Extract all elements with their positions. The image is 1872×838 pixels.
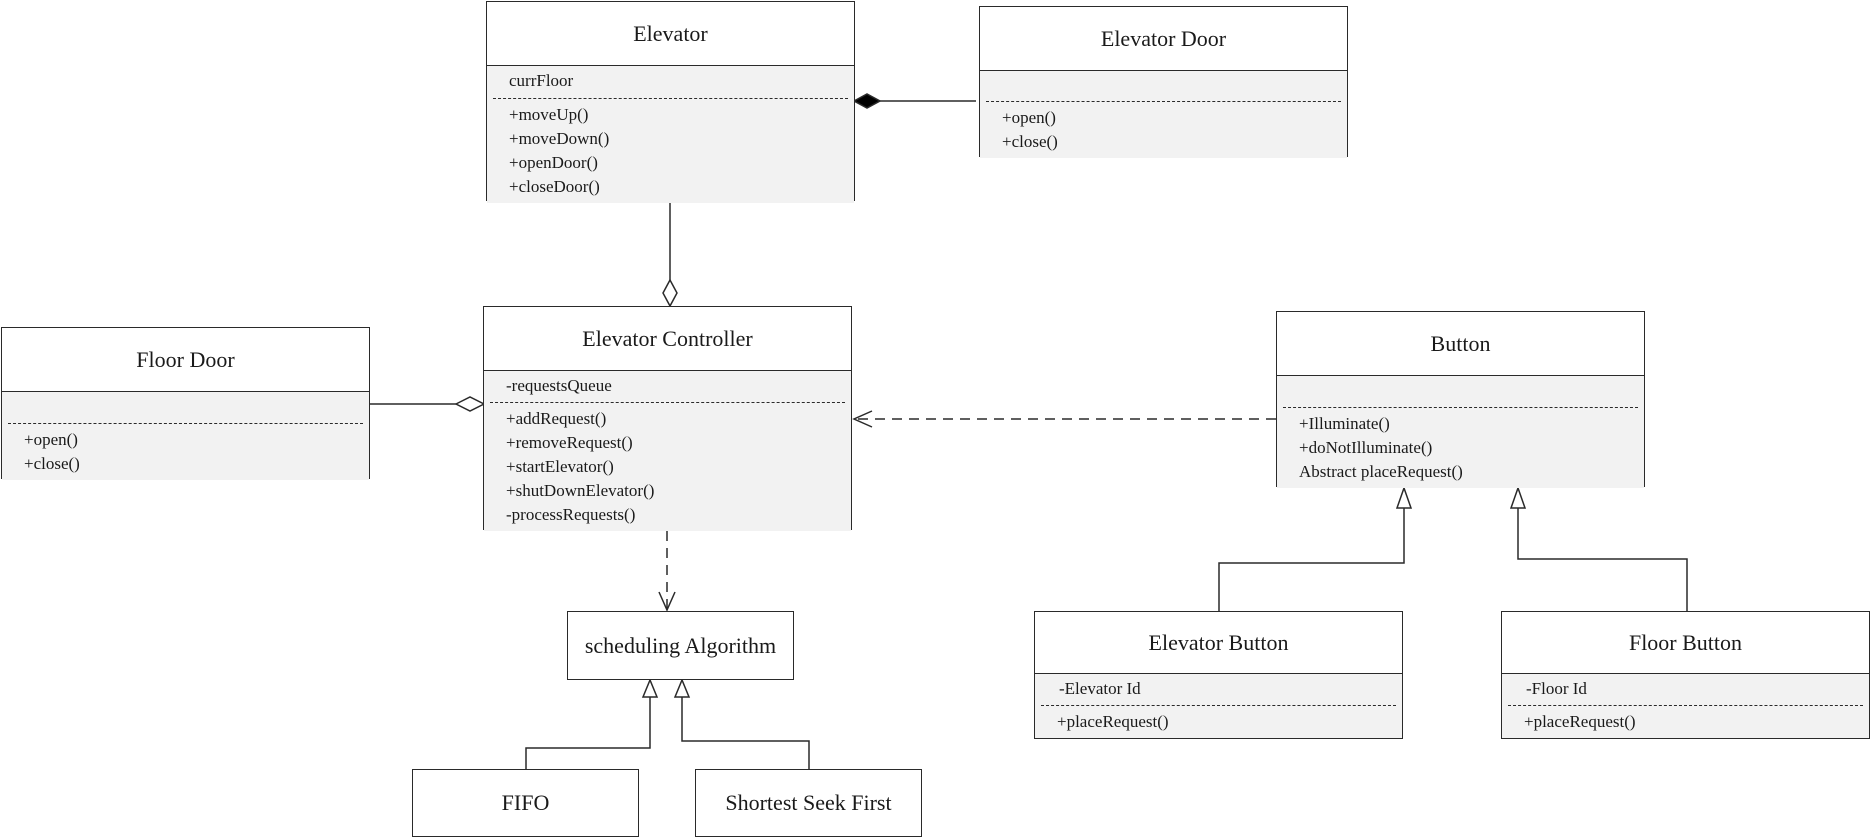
aggregation-diamond-floor-door	[454, 396, 486, 412]
operation: +closeDoor()	[509, 177, 600, 196]
class-floor-button-operations: +placeRequest()	[1502, 706, 1869, 738]
class-elevator[interactable]: Elevator currFloor +moveUp() +moveDown()…	[486, 1, 855, 203]
class-elevator-door[interactable]: Elevator Door +open() +close()	[979, 6, 1348, 158]
class-button-attributes	[1283, 376, 1638, 408]
class-button-title: Button	[1277, 312, 1644, 376]
generalization-line-floor-button	[1517, 508, 1688, 611]
class-fifo[interactable]: FIFO	[412, 769, 639, 837]
operation: +Illuminate()	[1299, 414, 1390, 433]
operation: +doNotIlluminate()	[1299, 438, 1433, 457]
class-elevator-controller[interactable]: Elevator Controller -requestsQueue +addR…	[483, 306, 852, 531]
attribute: -Elevator Id	[1059, 679, 1141, 698]
class-elevator-operations: +moveUp() +moveDown() +openDoor() +close…	[487, 99, 854, 203]
dependency-arrow-scheduling	[658, 591, 676, 612]
generalization-triangle-ssf	[673, 678, 691, 698]
class-elevator-controller-operations: +addRequest() +removeRequest() +startEle…	[484, 403, 851, 531]
generalization-line-fifo	[525, 697, 651, 770]
class-floor-button-title: Floor Button	[1502, 612, 1869, 674]
composition-diamond	[852, 93, 882, 109]
generalization-triangle-floor-button	[1509, 485, 1527, 509]
class-elevator-button-title: Elevator Button	[1035, 612, 1402, 674]
class-elevator-button-operations: +placeRequest()	[1035, 706, 1402, 738]
attribute: -requestsQueue	[506, 376, 612, 395]
operation: +removeRequest()	[506, 433, 633, 452]
class-floor-door-title: Floor Door	[2, 328, 369, 392]
attribute: -Floor Id	[1526, 679, 1587, 698]
class-elevator-door-attributes	[986, 71, 1341, 102]
class-elevator-door-operations: +open() +close()	[980, 102, 1347, 158]
operation: +close()	[1002, 132, 1058, 151]
class-elevator-button-attributes: -Elevator Id	[1041, 674, 1396, 706]
operation: +placeRequest()	[1057, 712, 1169, 731]
class-elevator-door-title: Elevator Door	[980, 7, 1347, 71]
attribute: currFloor	[509, 71, 574, 90]
aggregation-diamond-elevator	[662, 278, 678, 308]
class-floor-door[interactable]: Floor Door +open() +close()	[1, 327, 370, 480]
class-floor-button[interactable]: Floor Button -Floor Id +placeRequest()	[1501, 611, 1870, 739]
class-shortest-seek-first[interactable]: Shortest Seek First	[695, 769, 922, 837]
class-elevator-controller-attributes: -requestsQueue	[490, 371, 845, 403]
generalization-triangle-fifo	[641, 678, 659, 698]
generalization-line-elevator-button	[1218, 508, 1405, 611]
class-elevator-attributes: currFloor	[493, 66, 848, 99]
class-scheduling-algorithm[interactable]: scheduling Algorithm	[567, 611, 794, 680]
operation: +openDoor()	[509, 153, 598, 172]
generalization-triangle-elevator-button	[1395, 485, 1413, 509]
operation: -processRequests()	[506, 505, 636, 524]
operation: +moveDown()	[509, 129, 610, 148]
operation: +close()	[24, 454, 80, 473]
operation: Abstract placeRequest()	[1299, 462, 1463, 481]
class-floor-button-attributes: -Floor Id	[1508, 674, 1863, 706]
class-button[interactable]: Button +Illuminate() +doNotIlluminate() …	[1276, 311, 1645, 488]
class-elevator-controller-title: Elevator Controller	[484, 307, 851, 371]
class-button-operations: +Illuminate() +doNotIlluminate() Abstrac…	[1277, 408, 1644, 488]
operation: +startElevator()	[506, 457, 614, 476]
class-floor-door-operations: +open() +close()	[2, 424, 369, 480]
operation: +open()	[24, 430, 78, 449]
class-elevator-title: Elevator	[487, 2, 854, 66]
operation: +shutDownElevator()	[506, 481, 655, 500]
dependency-arrow-button	[852, 410, 873, 428]
operation: +addRequest()	[506, 409, 607, 428]
operation: +open()	[1002, 108, 1056, 127]
class-elevator-button[interactable]: Elevator Button -Elevator Id +placeReque…	[1034, 611, 1403, 739]
generalization-line-ssf	[681, 697, 810, 770]
operation: +moveUp()	[509, 105, 589, 124]
class-floor-door-attributes	[8, 392, 363, 424]
operation: +placeRequest()	[1524, 712, 1636, 731]
